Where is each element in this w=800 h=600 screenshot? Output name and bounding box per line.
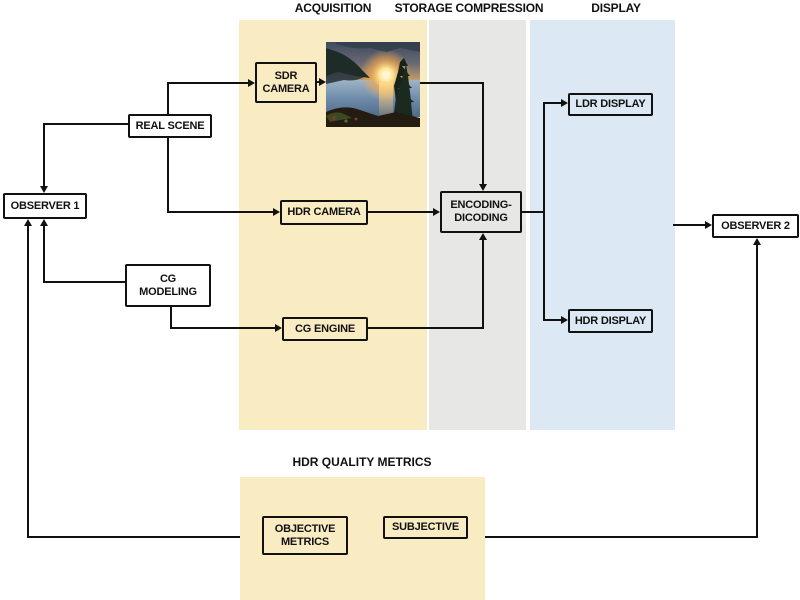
connector-line: [27, 226, 29, 538]
connector-line: [43, 281, 125, 283]
connector-line: [43, 123, 45, 187]
arrowhead: [433, 208, 440, 216]
arrowhead: [275, 324, 282, 332]
arrowhead: [273, 208, 280, 216]
arrowhead: [479, 233, 487, 240]
display-header: DISPLAY: [591, 1, 641, 15]
cg-modeling-box: CG MODELING: [125, 264, 211, 307]
connector-line: [756, 244, 758, 538]
connector-line: [167, 82, 169, 114]
connector-line: [482, 82, 484, 185]
connector-line: [170, 307, 172, 329]
arrowhead: [479, 184, 487, 191]
arrowhead: [24, 219, 32, 226]
arrowhead: [248, 79, 255, 87]
arrowhead: [705, 221, 712, 229]
objective-metrics-box: OBJECTIVE METRICS: [262, 516, 348, 555]
connector-line: [543, 102, 562, 104]
subjective-box: SUBJECTIVE: [383, 516, 468, 539]
ldr-display-box: LDR DISPLAY: [568, 93, 653, 116]
connector-line: [43, 123, 128, 125]
arrowhead: [40, 186, 48, 193]
arrowhead: [40, 219, 48, 226]
cg-engine-box: CG ENGINE: [282, 317, 368, 341]
encoding-decoding-box: ENCODING- DICODING: [440, 191, 522, 233]
storage-compression-header: STORAGE COMPRESSION: [394, 1, 544, 15]
connector-line: [521, 211, 545, 213]
connector-line: [420, 82, 484, 84]
hdr-display-box: HDR DISPLAY: [568, 309, 653, 333]
display-column-bg: [530, 20, 675, 430]
observer1-box: OBSERVER 1: [3, 193, 87, 219]
connector-line: [368, 211, 434, 213]
connector-line: [27, 536, 240, 538]
observer2-box: OBSERVER 2: [712, 214, 799, 238]
arrowhead: [561, 99, 568, 107]
arrowhead: [319, 78, 326, 86]
connector-line: [485, 536, 758, 538]
connector-line: [482, 239, 484, 329]
connector-line: [673, 224, 706, 226]
sunset-lake-photo: [326, 42, 420, 127]
connector-line: [543, 319, 562, 321]
connector-line: [170, 327, 276, 329]
connector-line: [543, 102, 545, 321]
connector-line: [43, 226, 45, 283]
real-scene-box: REAL SCENE: [128, 114, 212, 138]
connector-line: [167, 82, 249, 84]
connector-line: [167, 211, 274, 213]
arrowhead: [753, 238, 761, 245]
storage-column-bg: [429, 20, 526, 430]
hdr-quality-metrics-title: HDR QUALITY METRICS: [292, 455, 432, 469]
connector-line: [368, 327, 484, 329]
connector-line: [167, 138, 169, 213]
hdr-camera-box: HDR CAMERA: [280, 200, 368, 225]
arrowhead: [561, 316, 568, 324]
sdr-camera-box: SDR CAMERA: [255, 62, 317, 103]
acquisition-header: ACQUISITION: [294, 1, 372, 15]
